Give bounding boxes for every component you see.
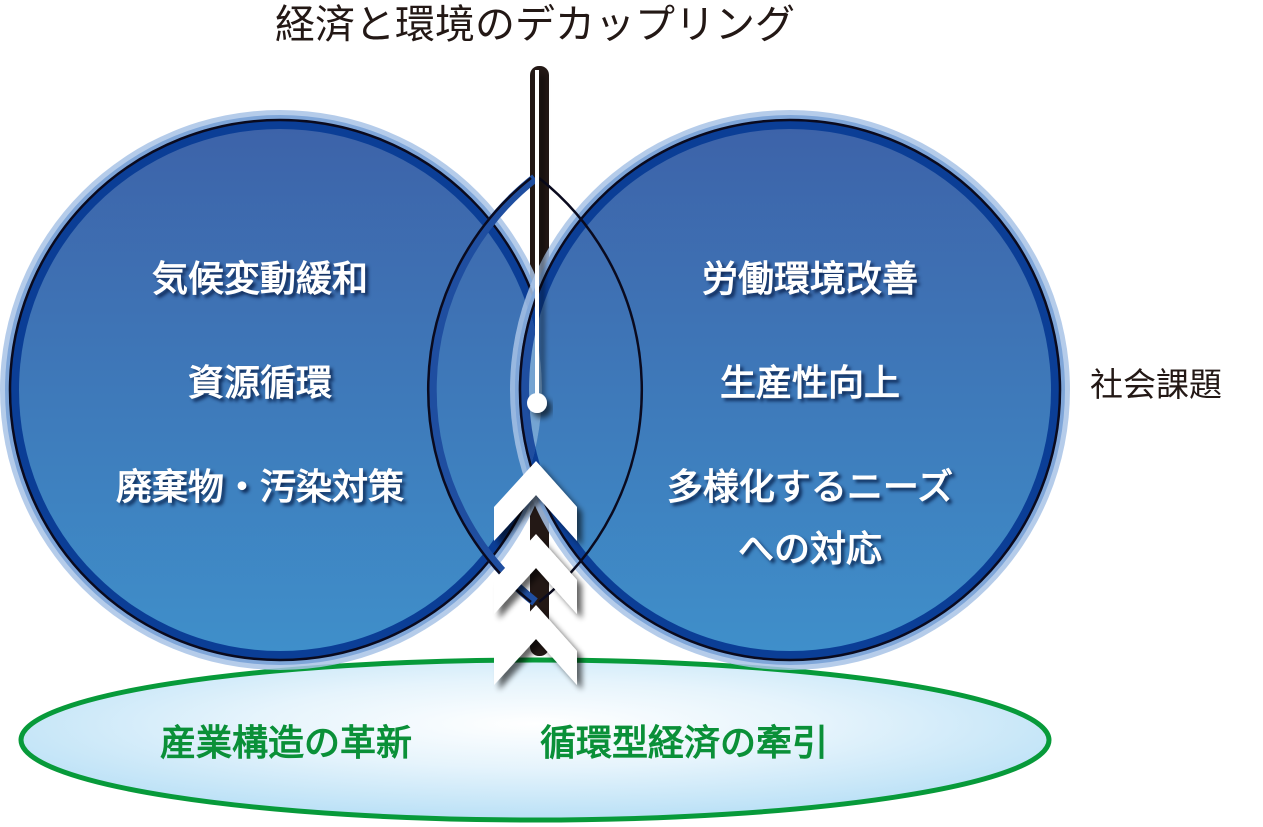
foundation-label-industrial-innovation: 産業構造の革新 <box>160 723 413 764</box>
diagram-title: 経済と環境のデカップリング <box>275 2 795 48</box>
right-item-productivity: 生産性向上 <box>719 363 900 404</box>
right-item-diverse-needs-cont: への対応 <box>737 529 882 570</box>
pin-icon <box>527 70 547 413</box>
chevron-up-icon <box>494 461 577 685</box>
circle-intersection <box>426 128 644 652</box>
right-item-work-environment: 労働環境改善 <box>701 259 918 300</box>
left-circle-environment <box>0 110 560 670</box>
foundation-ellipse <box>18 657 1052 823</box>
foundation-label-circular-economy: 循環型経済の牽引 <box>540 723 829 764</box>
left-item-resource-circulation: 資源循環 <box>187 363 332 404</box>
left-item-climate-mitigation: 気候変動緩和 <box>151 259 368 300</box>
right-item-diverse-needs: 多様化するニーズ <box>666 467 954 508</box>
left-item-waste-pollution: 廃棄物・汚染対策 <box>115 467 404 508</box>
right-circle-society <box>510 110 1070 670</box>
social-issues-label: 社会課題 <box>1090 365 1222 404</box>
